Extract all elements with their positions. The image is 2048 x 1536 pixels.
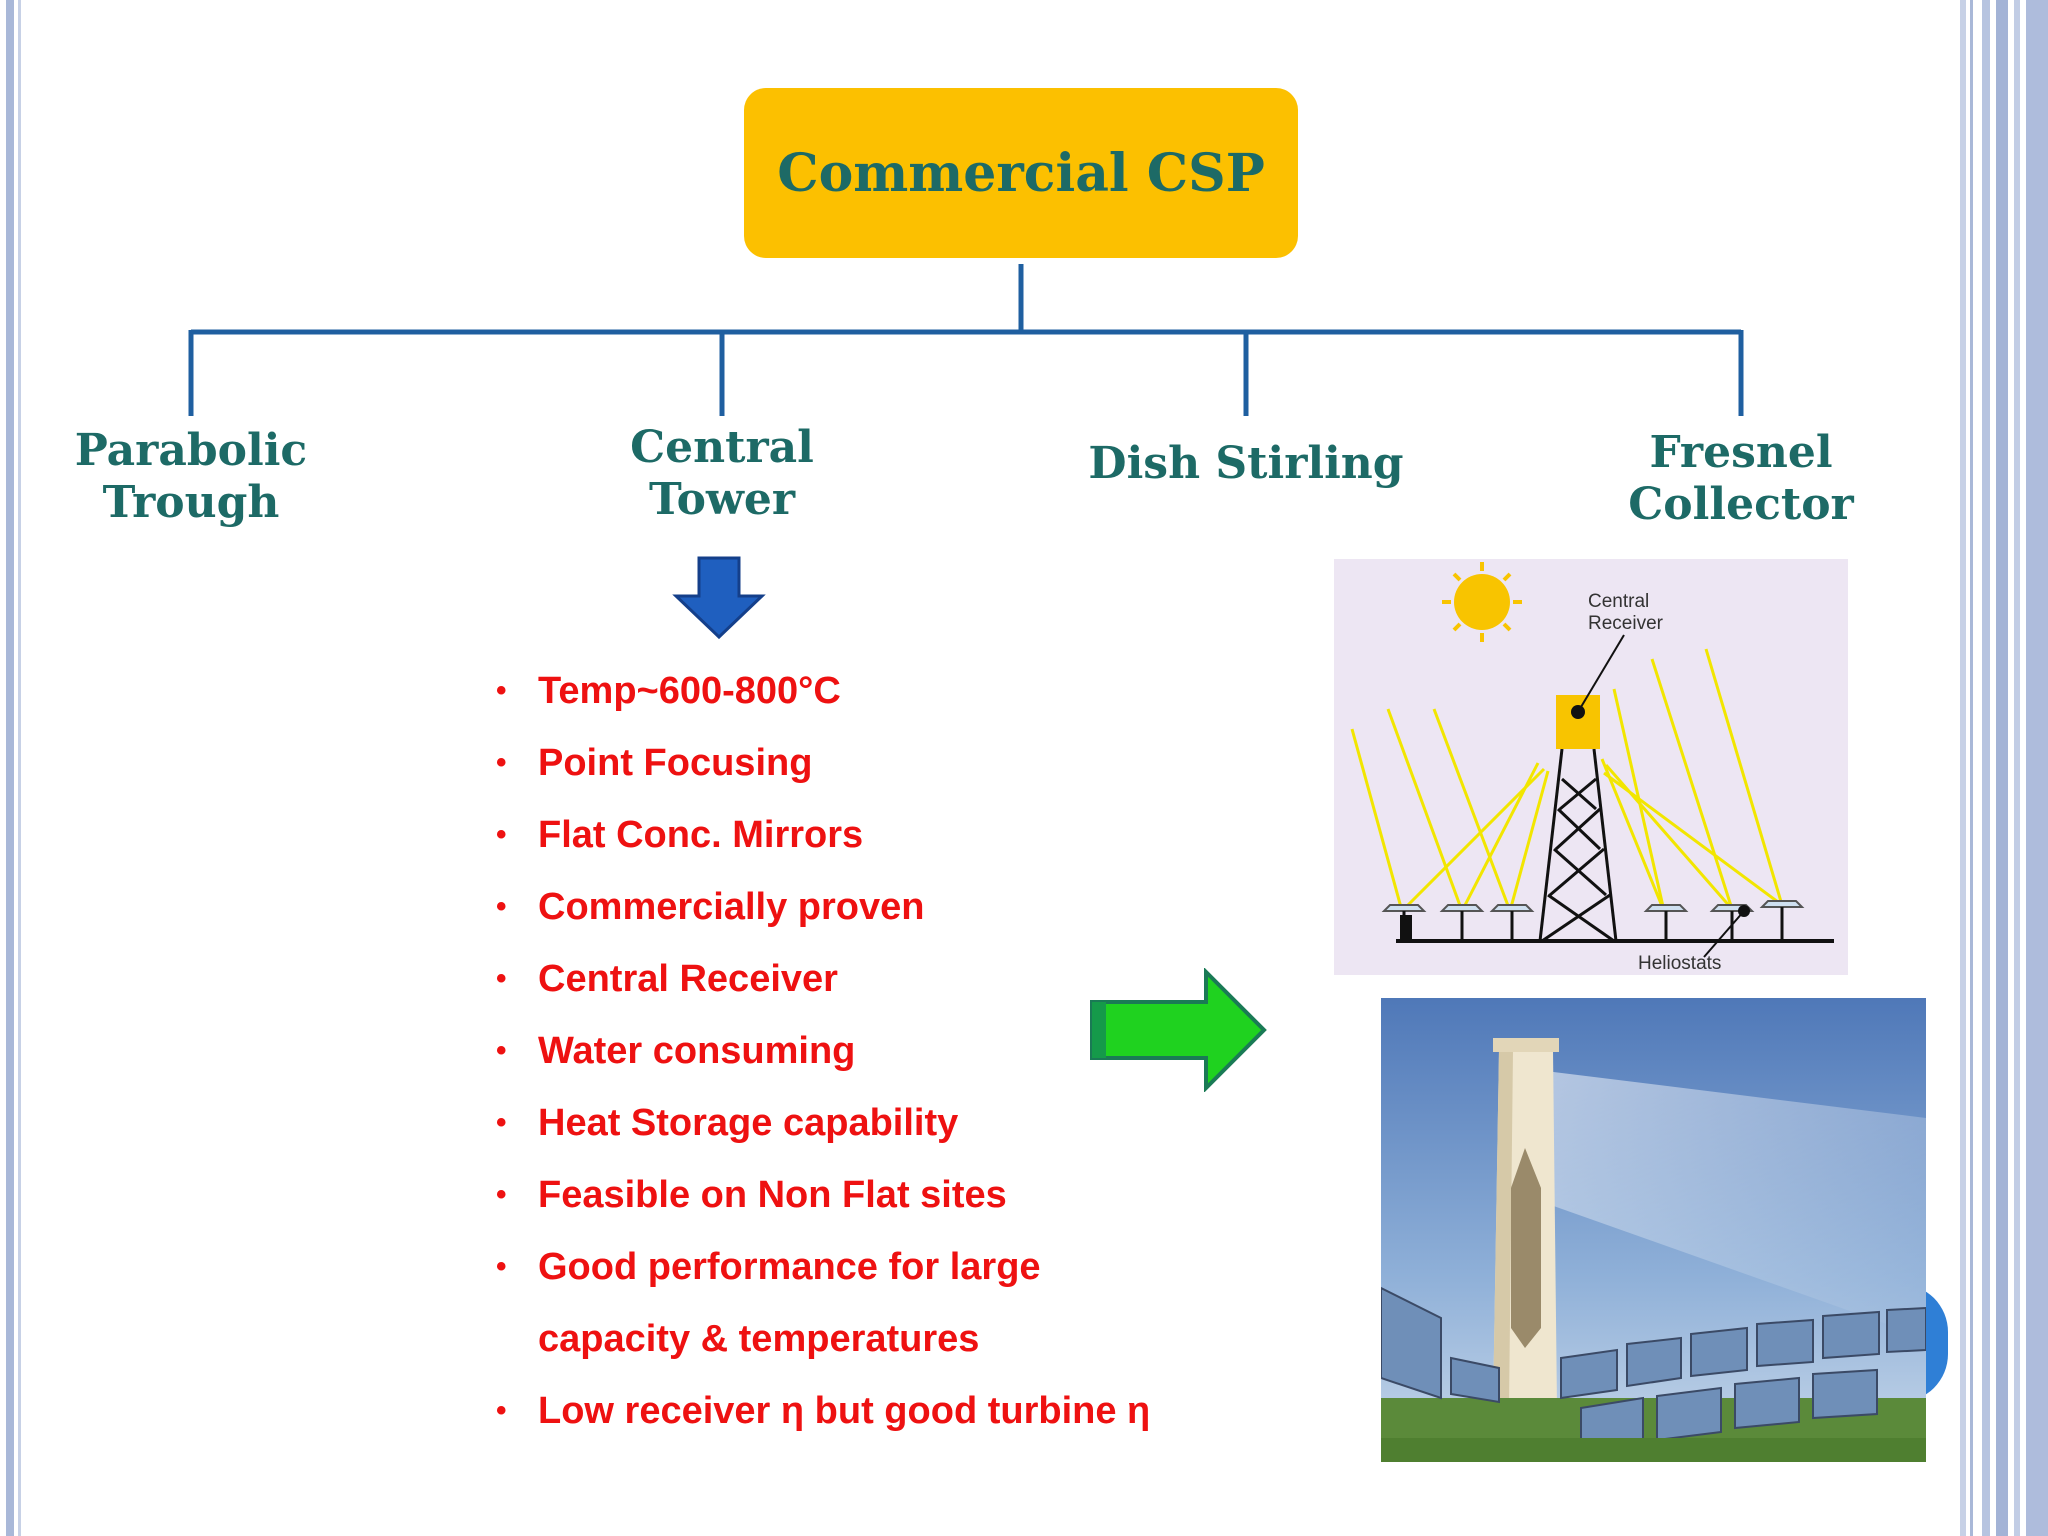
photo-drawing — [1381, 998, 1926, 1462]
central-tower-properties: Temp~600-800°C Point Focusing Flat Conc.… — [496, 655, 1256, 1447]
right-border-line — [2014, 0, 2020, 1536]
central-receiver-label: Central Receiver — [1588, 591, 1663, 635]
solar-tower-photo — [1381, 998, 1926, 1462]
arrow-down-icon — [672, 556, 766, 640]
right-border-decoration — [1960, 0, 2048, 1536]
receiver-label-line: Central — [1588, 591, 1650, 612]
property-item: Water consuming — [496, 1015, 1256, 1087]
heliostat-mirrors — [1381, 900, 1805, 912]
sun-icon — [1442, 562, 1522, 642]
property-item: Flat Conc. Mirrors — [496, 799, 1256, 871]
heliostat-field — [1381, 1286, 1926, 1454]
property-item: Temp~600-800°C — [496, 655, 1256, 727]
branch-central-tower: Central Tower — [587, 422, 857, 526]
branch-label-line: Fresnel — [1649, 427, 1833, 478]
branch-label-line: Trough — [102, 477, 280, 528]
left-border-decoration — [0, 0, 26, 1536]
property-item: Feasible on Non Flat sites — [496, 1159, 1256, 1231]
branch-label-line: Dish Stirling — [1088, 438, 1404, 489]
branch-label-line: Central — [630, 422, 814, 473]
tower-structure — [1538, 748, 1618, 943]
property-item: Central Receiver — [496, 943, 1256, 1015]
receiver-icon — [1556, 695, 1600, 749]
branch-fresnel-collector: Fresnel Collector — [1596, 427, 1886, 531]
branch-label-line: Collector — [1628, 479, 1854, 530]
branch-parabolic-trough: Parabolic Trough — [56, 425, 326, 529]
right-border-line — [1970, 0, 1973, 1536]
arrow-right-icon — [1090, 968, 1267, 1092]
right-border-line — [1996, 0, 2008, 1536]
left-border-band — [6, 0, 14, 1536]
branch-dish-stirling: Dish Stirling — [1066, 438, 1426, 490]
central-tower-schematic: Central Receiver Heliostats — [1334, 559, 1848, 975]
receiver-label-line: Receiver — [1588, 613, 1663, 634]
right-border-band — [2026, 0, 2048, 1536]
property-item: Point Focusing — [496, 727, 1256, 799]
schematic-drawing — [1350, 562, 1834, 958]
property-item: Commercially proven — [496, 871, 1256, 943]
right-border-line — [1960, 0, 1966, 1536]
branch-label-line: Tower — [648, 474, 796, 525]
left-border-line — [18, 0, 21, 1536]
property-item-continuation: capacity & temperatures — [538, 1318, 980, 1360]
branch-label-line: Parabolic — [74, 425, 308, 476]
root-label: Commercial CSP — [777, 142, 1265, 204]
root-node: Commercial CSP — [744, 88, 1298, 258]
right-border-line — [1982, 0, 1990, 1536]
property-item: Heat Storage capability — [496, 1087, 1256, 1159]
property-item: Low receiver η but good turbine η — [496, 1375, 1256, 1447]
property-item: Good performance for large — [496, 1231, 1256, 1303]
heliostats-label: Heliostats — [1638, 953, 1722, 974]
